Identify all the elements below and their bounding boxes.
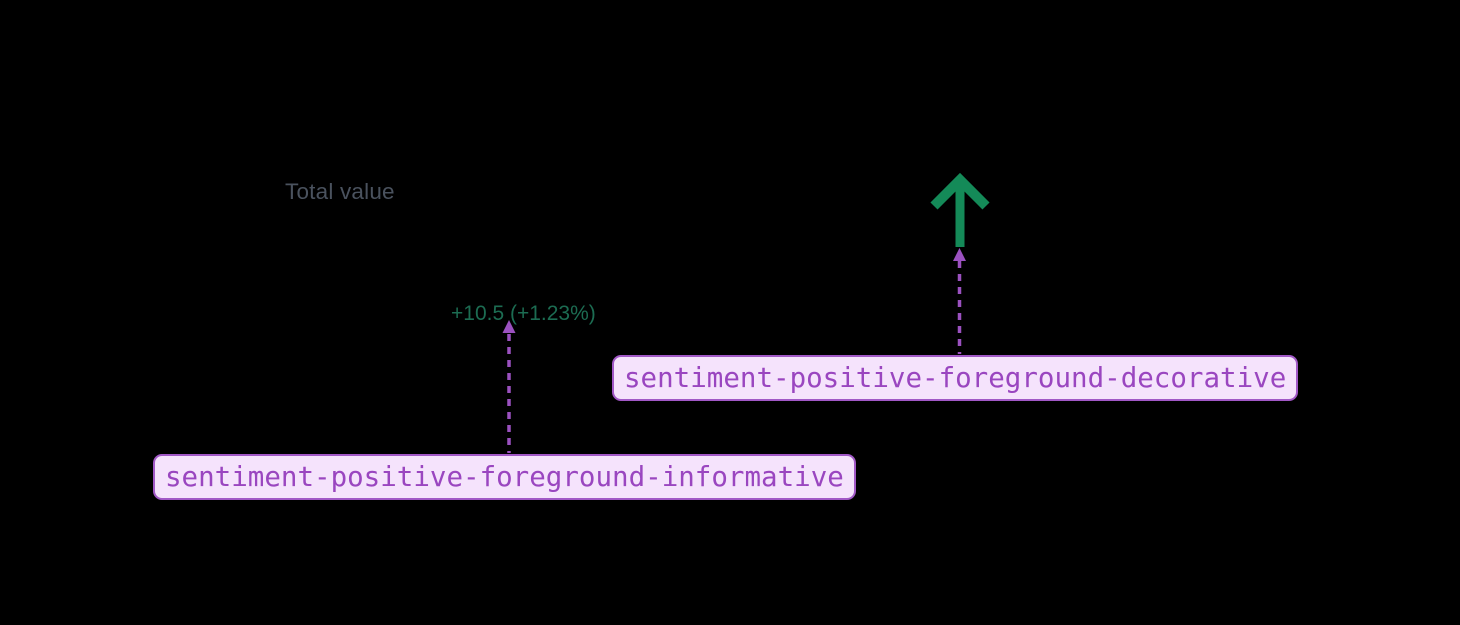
decorative-connector-arrow — [953, 248, 966, 354]
token-label-informative-text: sentiment-positive-foreground-informativ… — [165, 461, 844, 493]
token-label-informative: sentiment-positive-foreground-informativ… — [153, 454, 856, 500]
total-value-label: Total value — [285, 179, 395, 204]
positive-change-text: +10.5 (+1.23%) — [451, 302, 596, 325]
informative-connector-arrow — [502, 320, 516, 453]
token-label-decorative: sentiment-positive-foreground-decorative — [612, 355, 1299, 401]
arrow-up-icon — [930, 172, 990, 247]
token-label-decorative-text: sentiment-positive-foreground-decorative — [624, 362, 1287, 394]
